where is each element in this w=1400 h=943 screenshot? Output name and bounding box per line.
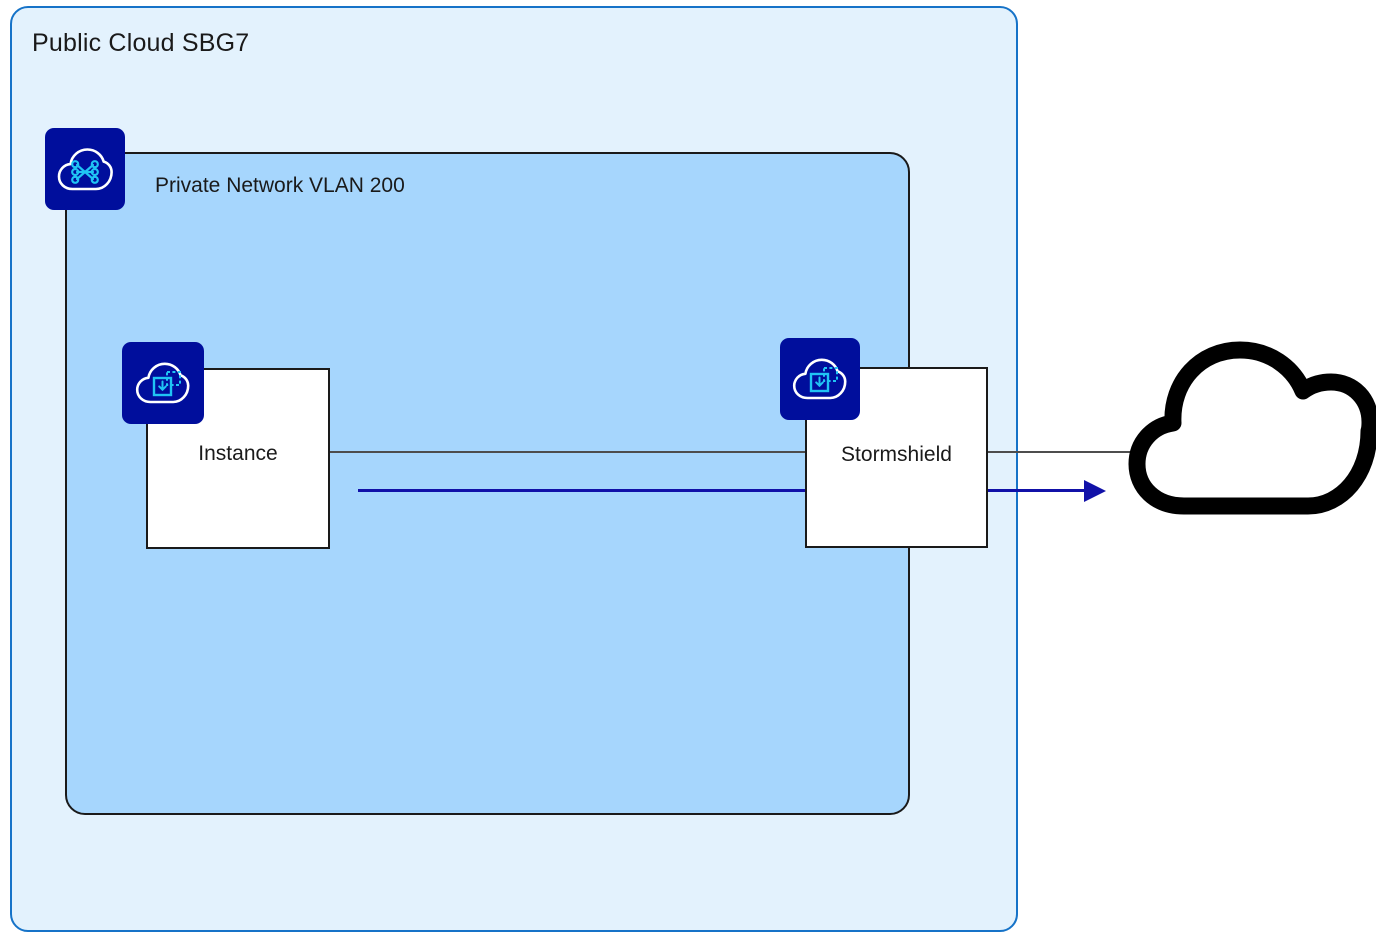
private-network-title: Private Network VLAN 200 [155, 174, 405, 197]
arrow-head-icon [1084, 480, 1106, 502]
public-cloud-title: Public Cloud SBG7 [32, 29, 250, 57]
connector-instance-to-stormshield [330, 451, 806, 453]
cloud-instance-icon [122, 342, 204, 424]
node-stormshield-label: Stormshield [841, 443, 952, 466]
connector-traffic-flow [358, 489, 1086, 492]
connector-stormshield-to-internet [987, 451, 1145, 453]
cloud-network-icon [45, 128, 125, 210]
internet-cloud-icon[interactable] [1128, 330, 1379, 520]
cloud-instance-icon [780, 338, 860, 420]
node-instance-label: Instance [198, 442, 278, 465]
